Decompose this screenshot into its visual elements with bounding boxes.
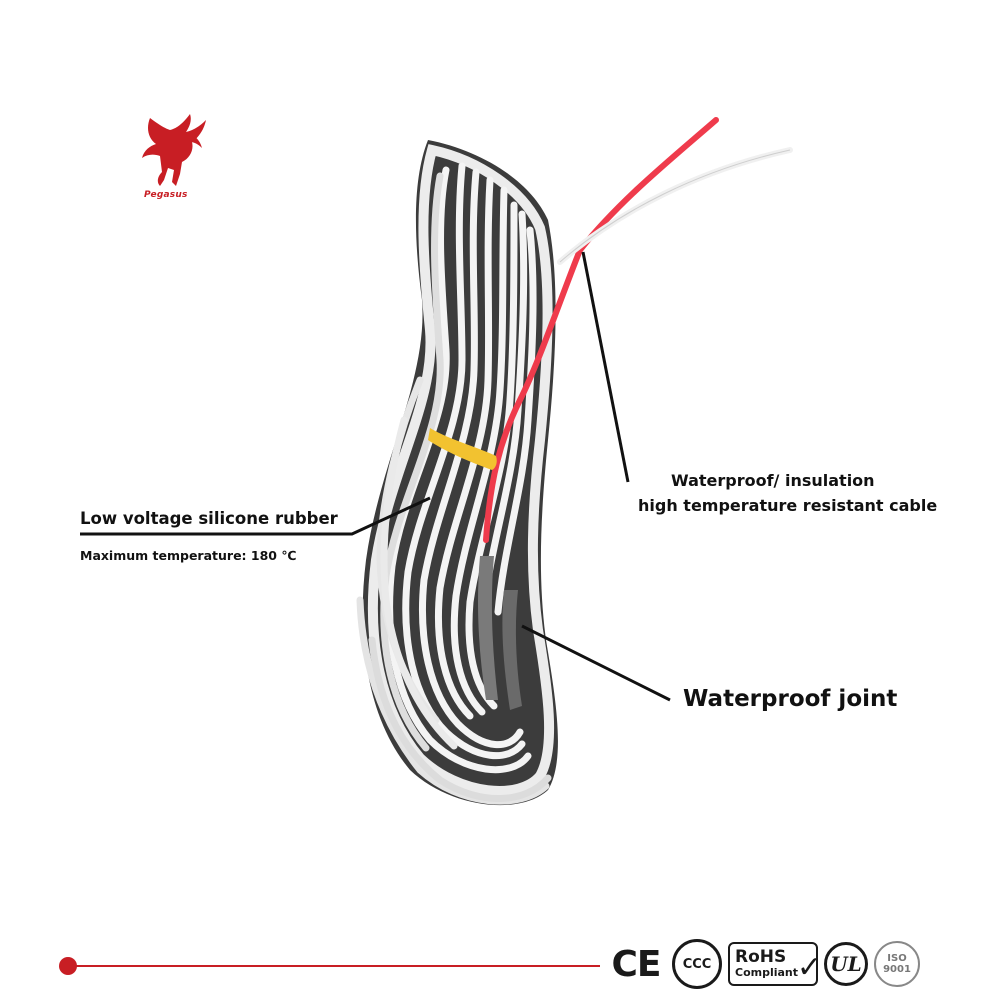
certification-bar: CE CCC RoHS Compliant ✓ UL ISO 9001 <box>606 938 920 990</box>
rohs-compliant-label: Compliant <box>735 966 799 979</box>
pointer-line-waterproof-cable <box>581 251 630 483</box>
rohs-mark-icon: RoHS Compliant ✓ <box>728 942 822 986</box>
white-wire-lead <box>557 147 793 265</box>
divider-dot <box>59 957 77 975</box>
ce-mark-icon: CE <box>611 943 661 985</box>
check-icon: ✓ <box>796 950 822 985</box>
waterproof-cable-label-line2: high temperature resistant cable <box>638 496 938 515</box>
rohs-label: RoHS <box>735 947 787 967</box>
iso-label: ISO <box>887 953 907 964</box>
rubber-band <box>428 428 497 470</box>
waterproof-joint-sleeve <box>478 556 498 700</box>
white-wire-outline <box>559 149 791 263</box>
low-voltage-label: Low voltage silicone rubber <box>80 509 338 528</box>
iso-mark-icon: ISO 9001 <box>874 941 920 987</box>
max-temperature-label: Maximum temperature: 180 ℃ <box>80 548 297 563</box>
red-wire <box>483 247 583 543</box>
brand-logo: Pegasus <box>128 108 218 208</box>
iso-number: 9001 <box>883 964 911 975</box>
ul-mark-icon: UL <box>824 942 868 986</box>
coil-loops <box>356 144 555 805</box>
brand-name: Pegasus <box>144 190 188 200</box>
waterproof-joint-label: Waterproof joint <box>683 686 898 712</box>
pointer-line-joint <box>521 624 671 702</box>
ccc-mark-icon: CCC <box>672 939 722 989</box>
waterproof-joint-sleeve-2 <box>502 590 522 710</box>
waterproof-cable-label-line1: Waterproof/ insulation <box>671 471 875 490</box>
pegasus-icon <box>142 114 206 186</box>
pointer-line-low-voltage <box>80 496 431 536</box>
